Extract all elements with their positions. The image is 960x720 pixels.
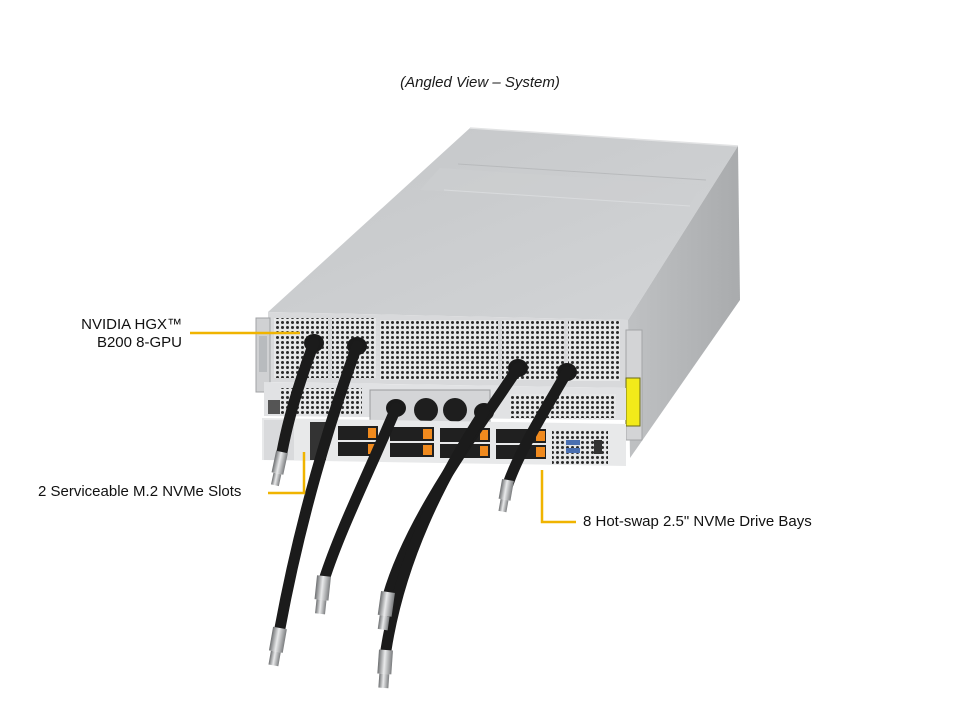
callout-line-m2: [268, 452, 306, 495]
quick-connectors: [268, 450, 514, 689]
gpu-tray: [255, 312, 643, 441]
callout-gpu-line-1: NVIDIA HGX™: [81, 316, 182, 333]
callout-lines: [190, 331, 576, 524]
chassis-top: [268, 127, 739, 320]
middle-tier: [264, 382, 626, 425]
callout-label-m2-slots: 2 Serviceable M.2 NVMe Slots: [38, 483, 242, 500]
chassis-side: [628, 146, 740, 458]
callout-label-gpu: NVIDIA HGX™ B200 8-GPU: [40, 316, 182, 352]
coolant-hoses: [274, 337, 573, 656]
callout-line-nvme: [540, 470, 576, 524]
view-caption: (Angled View – System): [400, 74, 560, 91]
callout-label-nvme-bays: 8 Hot-swap 2.5" NVMe Drive Bays: [583, 513, 812, 530]
warning-label: [625, 377, 641, 427]
callout-gpu-line-2: B200 8-GPU: [96, 334, 182, 351]
